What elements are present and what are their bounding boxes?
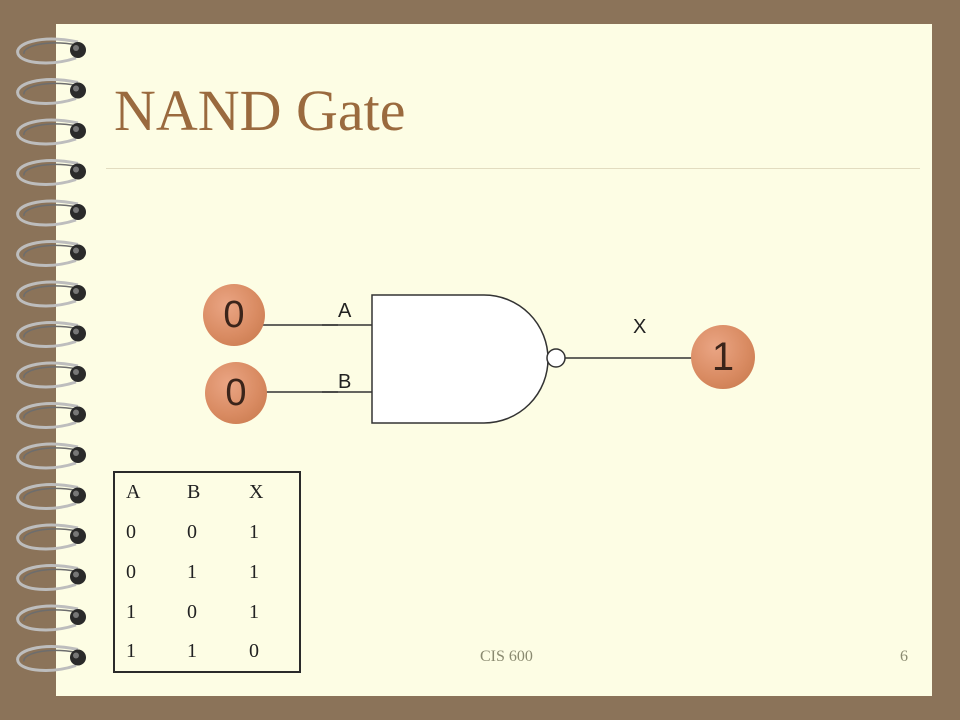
binding-ring [16, 159, 86, 186]
binding-ring [16, 402, 86, 429]
input-b-label: B [338, 371, 352, 393]
input-a-led[interactable]: 0 [203, 284, 265, 346]
truth-table-cell: 1 [126, 600, 136, 623]
truth-table-cell: 1 [126, 640, 136, 662]
binding-ring [16, 118, 86, 146]
input-b-led[interactable]: 0 [205, 362, 267, 424]
input-a-label: A [338, 300, 352, 322]
footer-course: CIS 600 [480, 648, 533, 665]
binding-ring [16, 645, 86, 672]
truth-table-cell: 1 [249, 560, 259, 583]
binding-ring [16, 564, 86, 591]
truth-table-cell: 1 [249, 520, 259, 543]
binding-ring [16, 604, 86, 632]
binding-ring [16, 240, 86, 267]
binding-ring [16, 280, 86, 308]
page-title: NAND Gate [114, 78, 406, 143]
truth-table-cell: 0 [126, 560, 136, 583]
binding-ring [16, 78, 86, 105]
binding-ring [16, 483, 86, 510]
output-led: 1 [691, 325, 755, 389]
inversion-bubble [546, 348, 566, 368]
binding-ring [16, 199, 86, 227]
truth-table-cell: 1 [187, 560, 197, 583]
truth-table-header-cell: B [187, 481, 201, 503]
truth-table-cell: 1 [187, 640, 197, 662]
binding-ring [16, 442, 86, 470]
spiral-binding [16, 37, 86, 672]
title-divider [106, 168, 920, 169]
table-row: 1 1 0 [114, 632, 300, 672]
nand-gate-body [371, 294, 549, 424]
binding-ring [16, 37, 86, 65]
page-number: 6 [900, 648, 908, 665]
binding-ring [16, 321, 86, 348]
binding-ring [16, 523, 86, 551]
truth-table-cell: 0 [187, 520, 197, 543]
truth-table-cell: 0 [126, 520, 136, 543]
truth-table-cell: 0 [187, 600, 197, 623]
truth-table-header-cell: X [249, 481, 264, 503]
table-row: 1 0 1 [114, 592, 300, 632]
truth-table: A B X 0 0 1 0 1 1 1 0 1 1 1 0 [113, 471, 301, 673]
truth-table-header-cell: A [126, 481, 141, 503]
truth-table-cell: 1 [249, 600, 259, 623]
truth-table-cell: 0 [249, 640, 259, 662]
binding-ring [16, 361, 86, 389]
table-row: 0 1 1 [114, 552, 300, 592]
table-row: 0 0 1 [114, 512, 300, 552]
output-label: X [633, 316, 647, 338]
